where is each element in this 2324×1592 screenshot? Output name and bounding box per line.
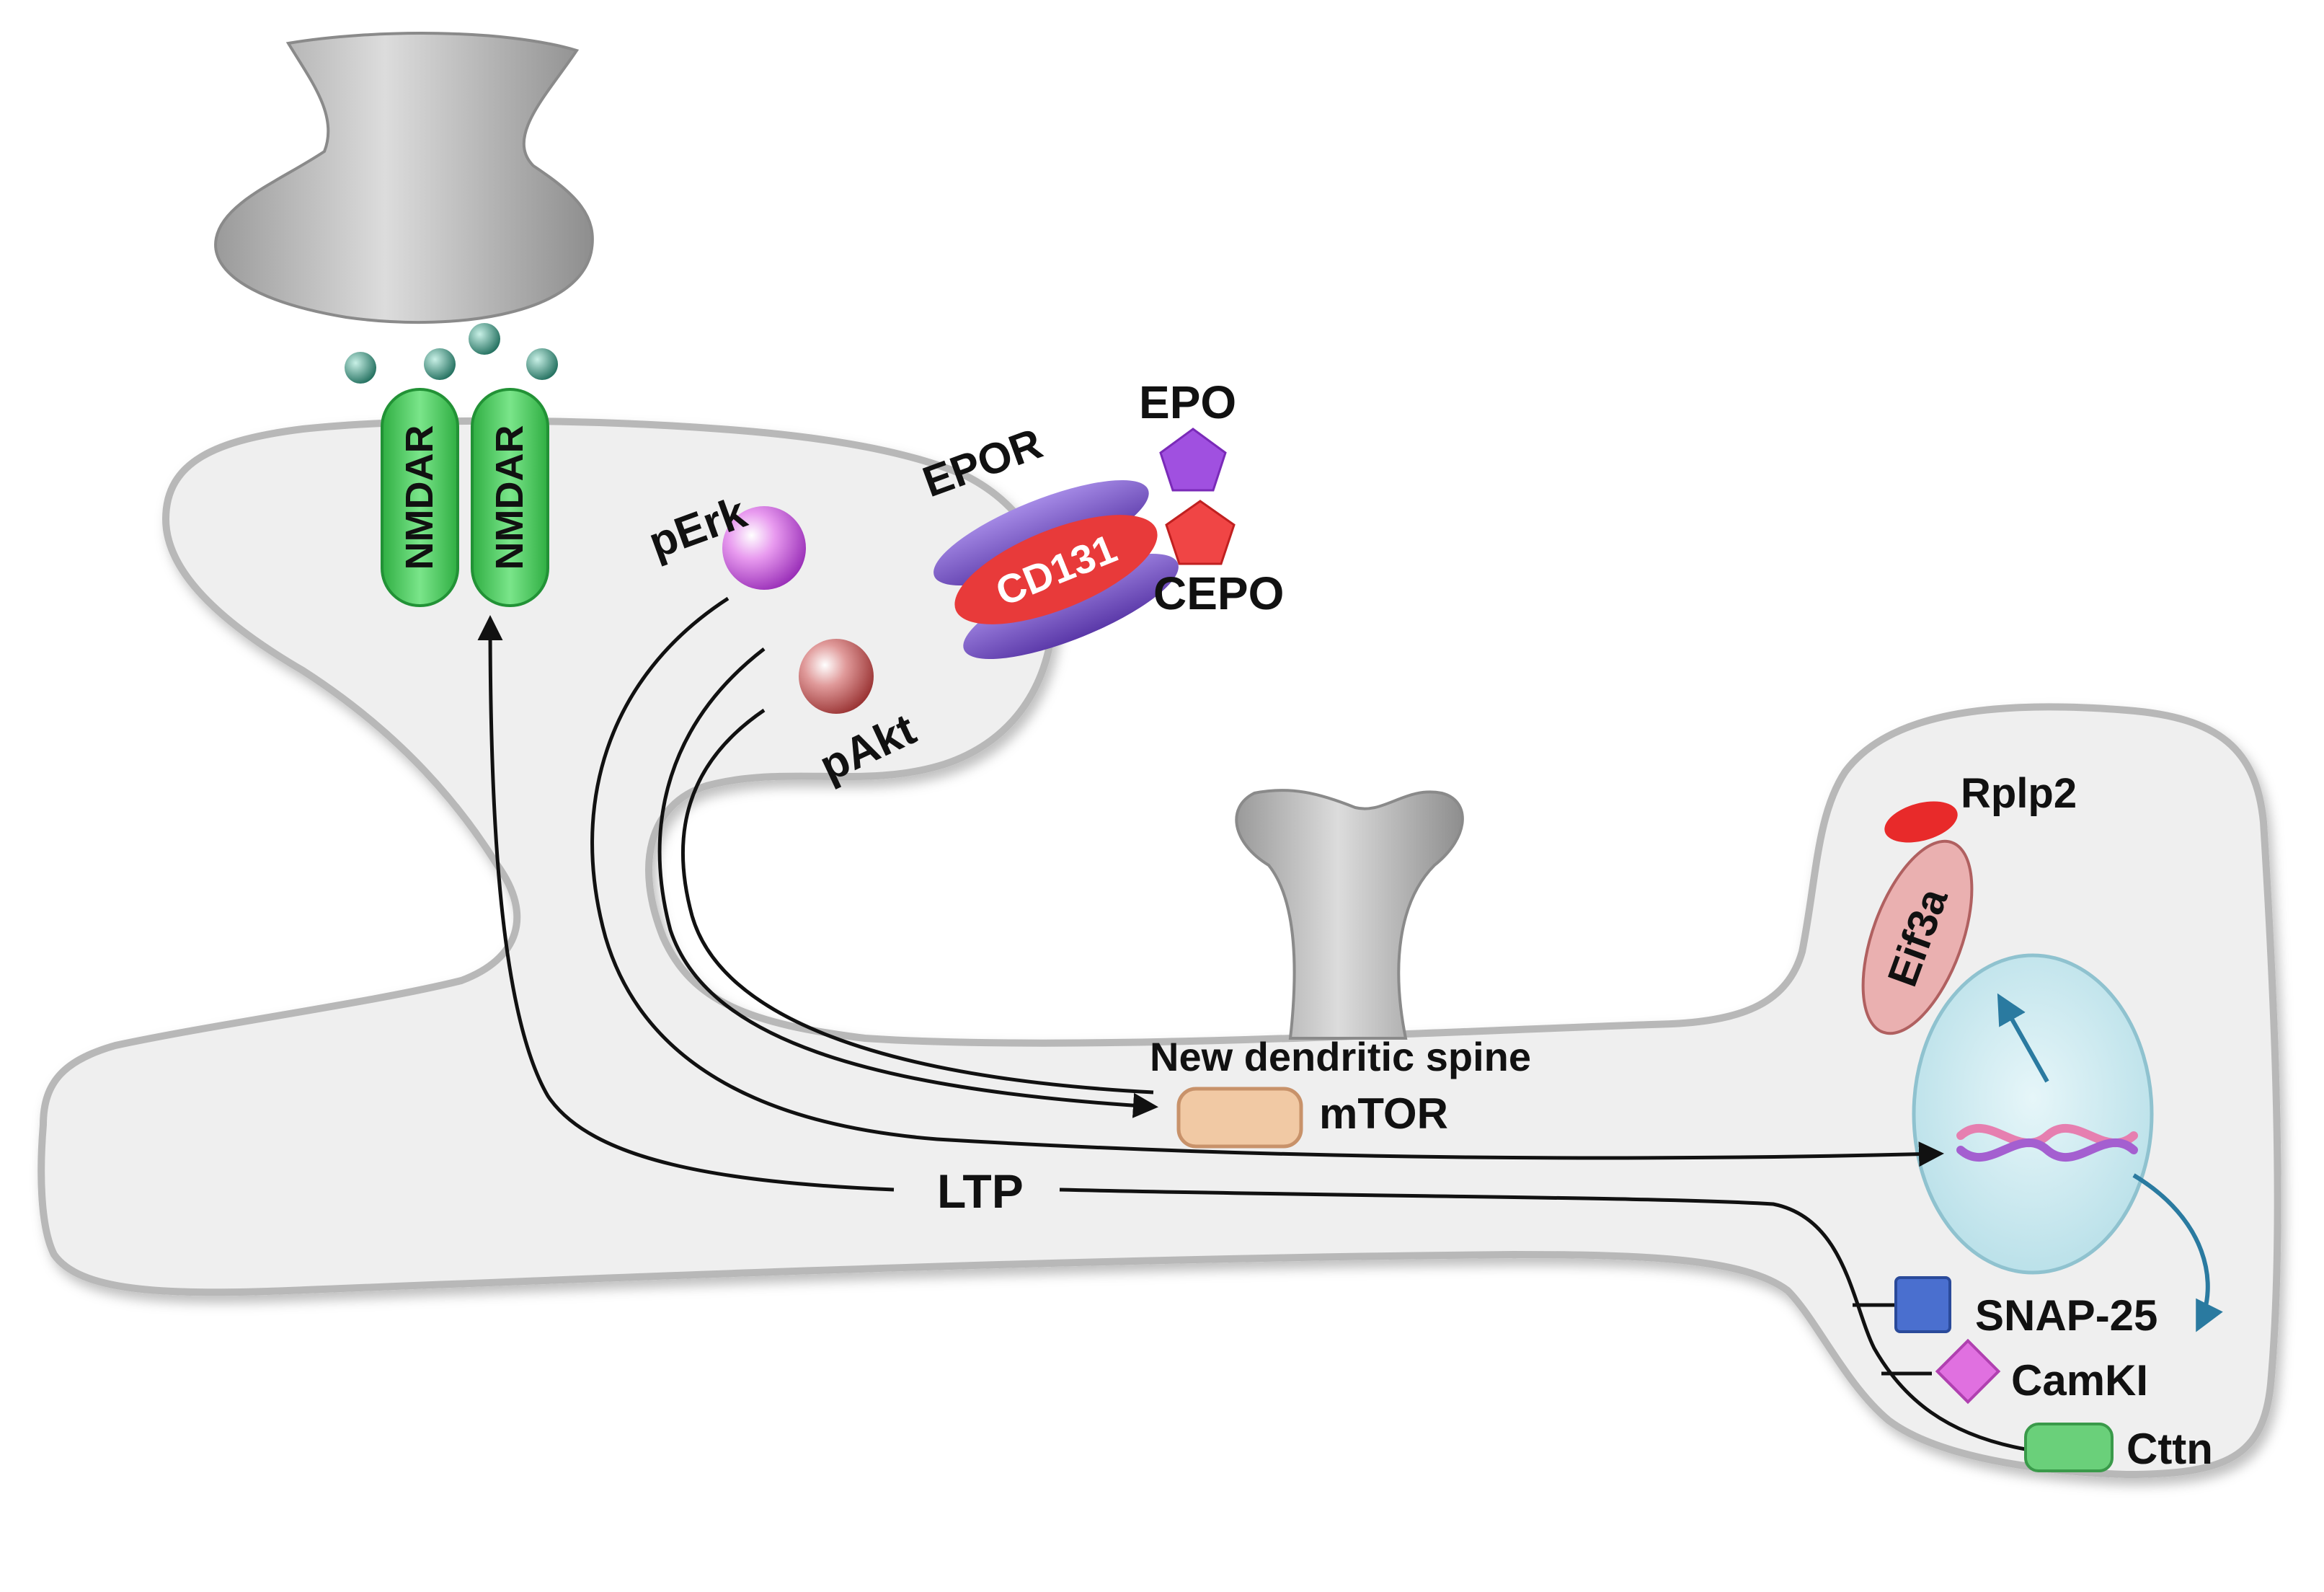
pakt-sphere — [799, 639, 874, 714]
nmdar-left-label: NMDAR — [398, 425, 441, 570]
rplp2-ellipse — [1884, 801, 1958, 843]
nucleus — [1912, 953, 2154, 1275]
snap25-square — [1894, 1276, 1951, 1333]
rplp2-label: Rplp2 — [1961, 770, 2077, 817]
nmdar-left: NMDAR — [381, 388, 459, 607]
perk-to-mtor-arrow — [657, 647, 1158, 1118]
glutamate-1 — [345, 352, 376, 384]
camki-diamond — [1935, 1338, 2001, 1405]
mrna-strands — [1956, 1123, 2138, 1162]
nmdar-right: NMDAR — [471, 388, 549, 607]
glutamate-2 — [424, 348, 456, 380]
epor-upper — [933, 479, 1149, 586]
glutamate-4 — [526, 348, 558, 380]
ltp-to-nmdar-arrow — [477, 615, 895, 1192]
cttn-box — [2024, 1423, 2114, 1472]
mtor-box — [1176, 1087, 1303, 1149]
epor-lower — [963, 553, 1179, 660]
ltp-to-markers-line — [1059, 1188, 2026, 1451]
cepo-pentagon — [1165, 500, 1236, 565]
nmdar-right-label: NMDAR — [488, 425, 531, 570]
perk-sphere — [722, 506, 806, 590]
presynaptic-terminal-top — [214, 32, 594, 324]
glutamate-3 — [469, 323, 500, 355]
translation-arrow — [1997, 993, 2049, 1083]
cd131-ellipse — [954, 515, 1158, 624]
epo-label: EPO — [1139, 376, 1236, 428]
epor-cd131-complex: CD131 — [933, 479, 1179, 660]
glutamate-molecules — [345, 323, 558, 384]
perk-to-nucleus-arrow — [590, 596, 1944, 1167]
cttn-label: Cttn — [2126, 1425, 2213, 1473]
presynaptic-terminal-middle — [1235, 789, 1464, 1040]
eif3a-ribosome: Eif3a — [1861, 839, 1974, 1035]
ltp-label: LTP — [937, 1164, 1024, 1218]
expression-arrow — [2132, 1173, 2223, 1332]
new-spine-label: New dendritic spine — [1150, 1034, 1531, 1079]
snap25-label: SNAP-25 — [1975, 1291, 2157, 1340]
pakt-to-mtor-arrow — [680, 708, 1154, 1094]
mtor-label: mTOR — [1319, 1089, 1448, 1138]
epo-pentagon — [1159, 428, 1227, 492]
camki-label: CamKI — [2011, 1356, 2148, 1405]
cepo-label: CEPO — [1153, 567, 1284, 619]
